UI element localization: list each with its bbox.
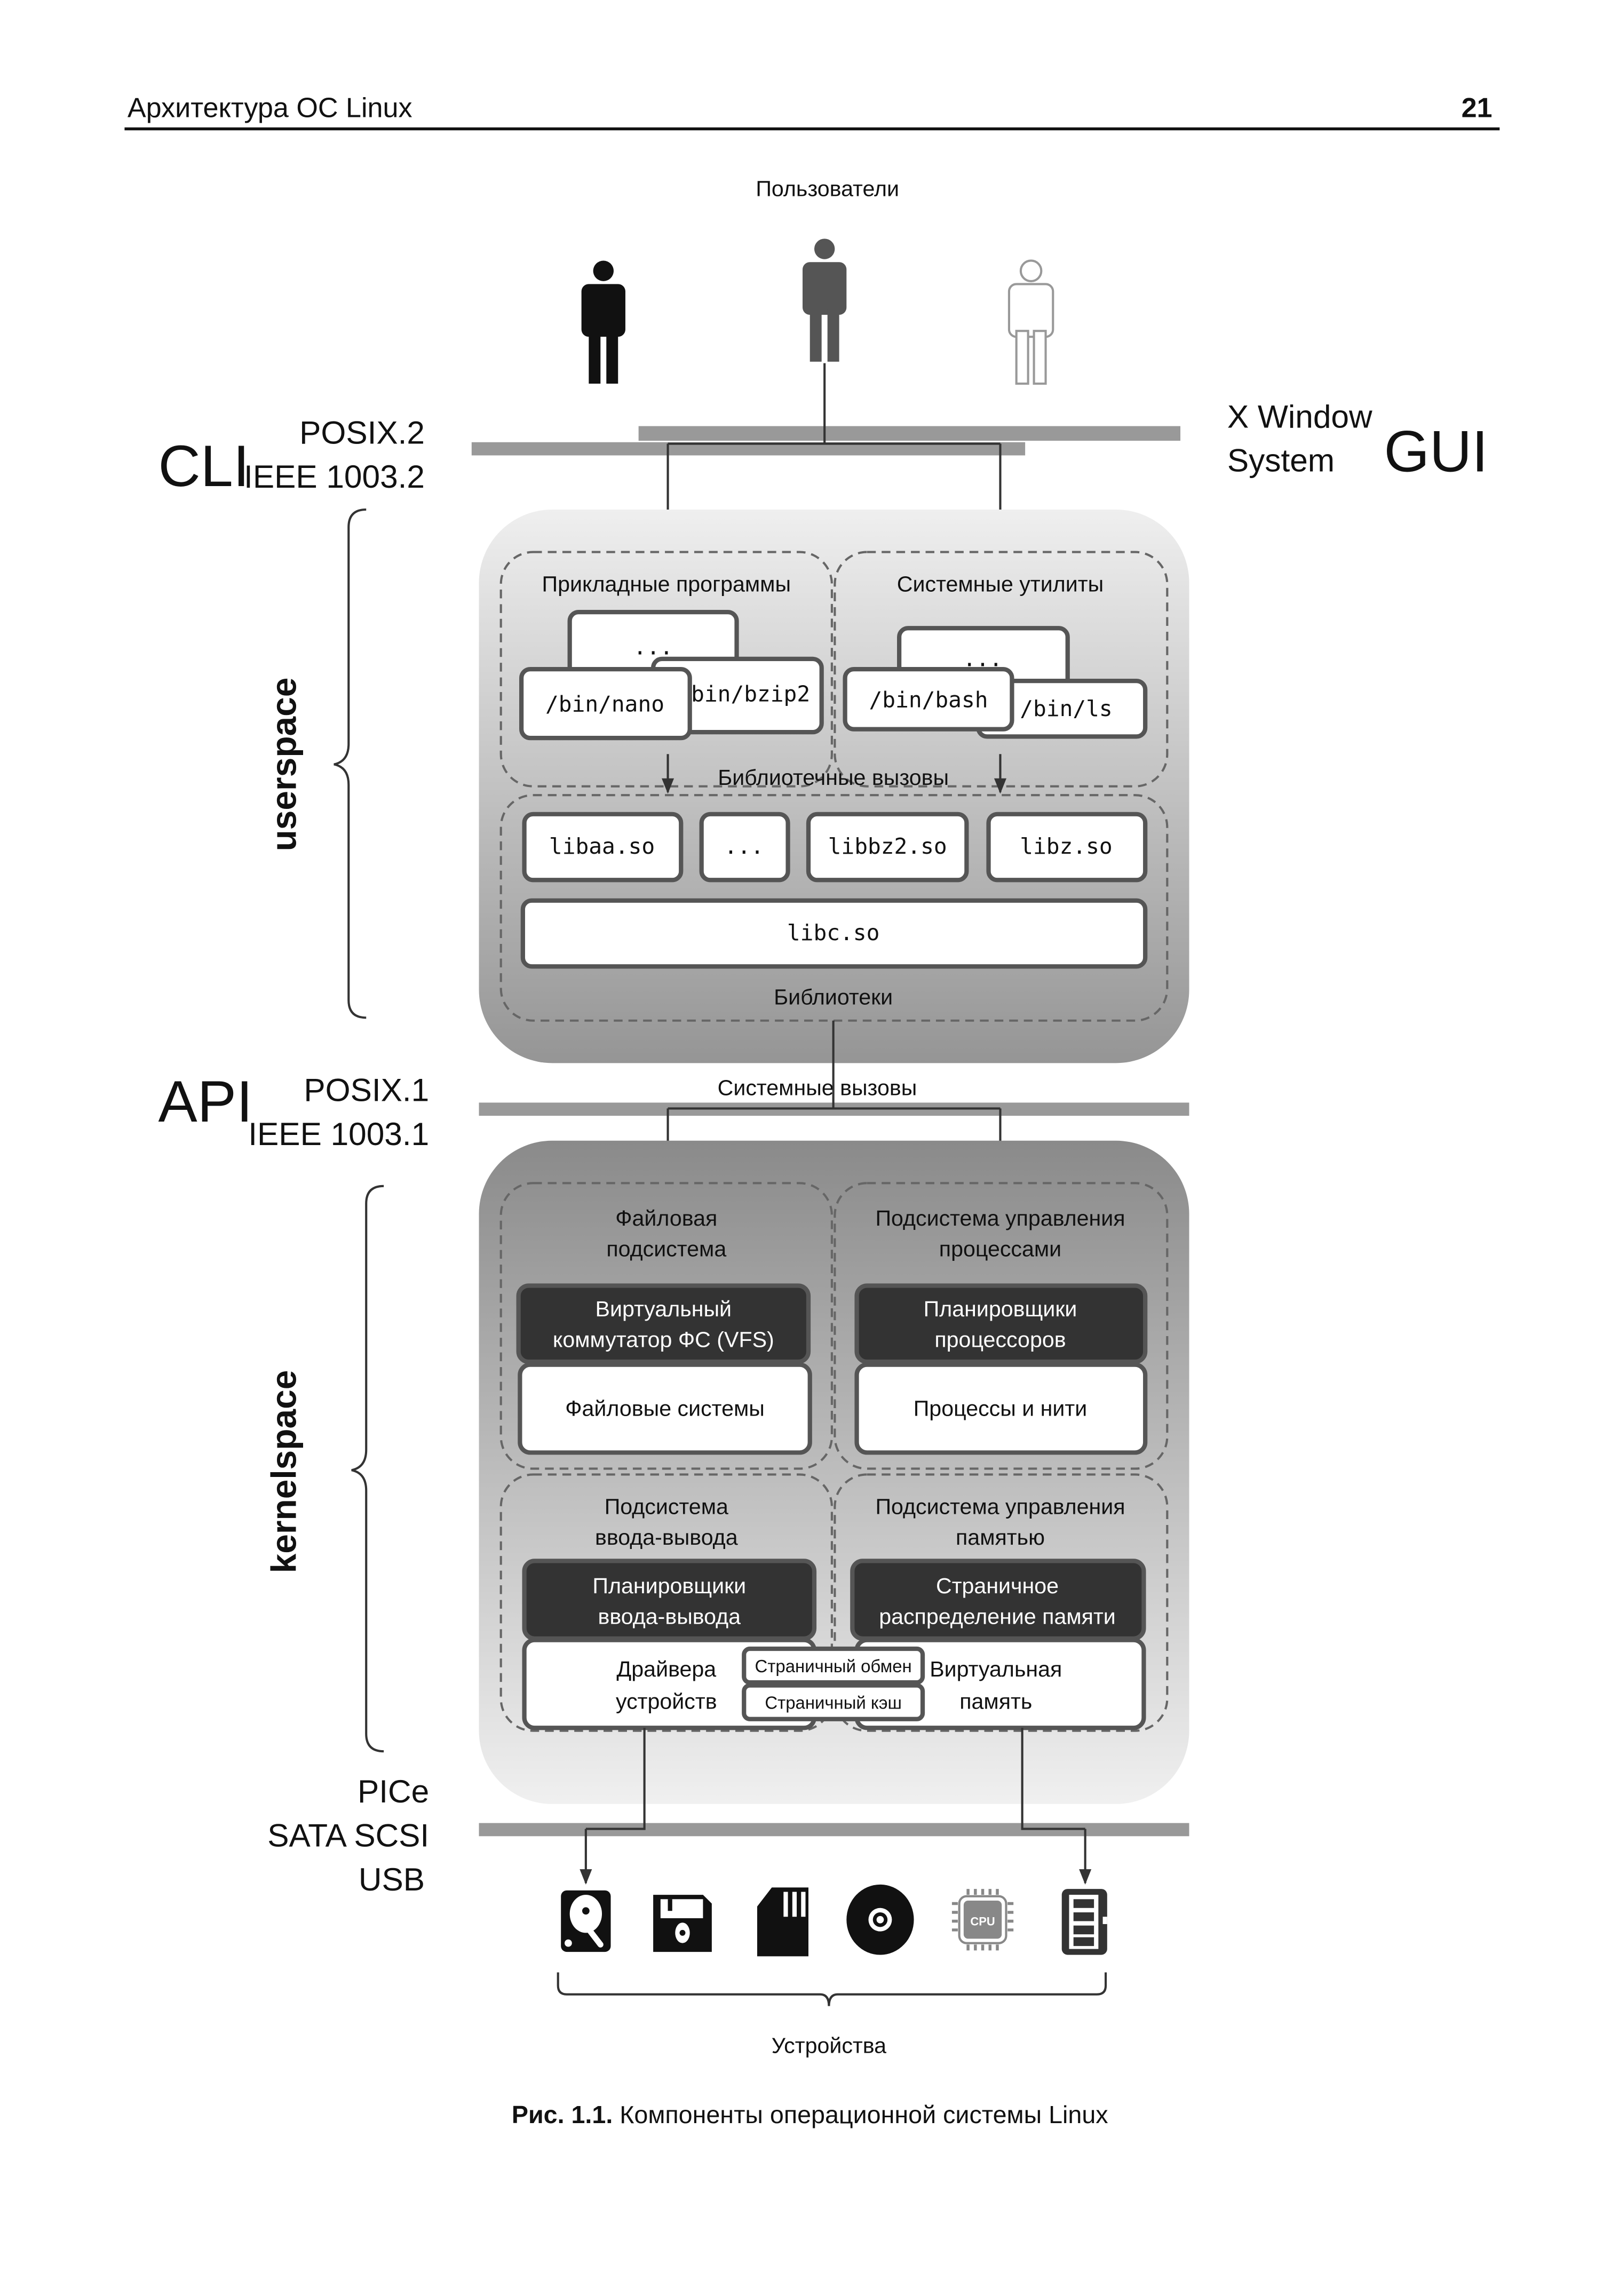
figure-caption: Рис. 1.1. Компоненты операционной систем… [512,2101,1108,2128]
hard-disk-icon [561,1890,611,1952]
app-more-label: ... [633,634,673,660]
memory-connector [1021,1728,1085,1830]
system-calls-label: Системные вызовы [718,1076,917,1100]
cpu-schedulers-label: Планировщики [924,1297,1077,1321]
gui-label: GUI [1384,419,1488,484]
lib-libc [520,898,1148,969]
gui-interface-bar [638,426,1181,441]
utils-group [834,551,1169,788]
kernelspace-brace [351,1185,384,1753]
drivers-connector [585,1728,646,1830]
lib-libc-label: libc.so [787,920,879,946]
lib-libaa-label: libaa.so [549,833,655,859]
vfs-label-2: коммутатор ФС (VFS) [553,1328,774,1352]
processes-box [854,1362,1148,1455]
person-icon-black [581,260,625,384]
virtual-memory-label-2: память [959,1689,1032,1714]
gui-system: System [1227,442,1335,479]
filesystems-label: Файловые системы [565,1396,765,1421]
page-cache-label: Страничный кэш [765,1693,902,1713]
proc-title: Подсистема управления [875,1206,1125,1230]
floppy-disk-icon [653,1895,712,1952]
api-standard-posix: POSIX.1 [304,1072,429,1108]
device-drivers-label: Драйвера [616,1657,716,1681]
util-bash-label: /bin/bash [869,687,988,712]
lib-libbz2-label: libbz2.so [828,833,947,859]
memory-module-icon [1061,1889,1107,1955]
caption-text: Компоненты операционной системы Linux [613,2101,1108,2128]
mem-group [834,1473,1169,1732]
io-schedulers-label: Планировщики [592,1574,746,1598]
lib-more-label: ... [724,833,764,859]
paging-label-2: распределение памяти [879,1604,1116,1628]
swap-box [742,1646,925,1685]
mem-title: Подсистема управления [875,1495,1125,1519]
cli-label: CLI [158,434,250,499]
userspace-label: userspace [264,678,303,852]
paging-label: Страничное [936,1574,1059,1598]
swap-label: Страничный обмен [755,1656,912,1676]
cpu-schedulers-label-2: процессоров [934,1328,1066,1352]
cli-standard-ieee: IEEE 1003.2 [244,458,425,495]
app-bzip2-label: /bin/bzip2 [678,681,810,707]
bus-usb: USB [359,1861,425,1897]
person-icon-gray [803,239,847,362]
cli-standard-posix: POSIX.2 [299,415,425,451]
users-connector [668,363,1001,445]
libraries-title: Библиотеки [774,985,893,1010]
filesystems-box [518,1362,812,1455]
syscall-connector [668,1020,1001,1110]
cpu-icon-text: CPU [970,1915,995,1928]
cpu-icon: CPU [951,1889,1014,1951]
devices-brace [557,1972,1107,2006]
vfs-box [516,1283,811,1364]
lib-libz-label: libz.so [1020,833,1112,859]
running-header-title: Архитектура ОС Linux [128,93,412,124]
users-label: Пользователи [756,177,899,201]
fs-group [499,1182,833,1470]
bus-sata-scsi: SATA SCSI [267,1817,429,1854]
gui-x-window: X Window [1227,398,1372,434]
app-nano-label: /bin/nano [545,692,664,717]
app-nano [519,667,692,741]
kernelspace-label: kernelspace [264,1370,303,1574]
fs-title: Файловая [615,1206,717,1230]
virtual-memory-label: Виртуальная [930,1657,1062,1681]
util-bash [843,667,1014,732]
devices-label: Устройства [772,2033,886,2057]
caption-prefix: Рис. 1.1. [512,2101,613,2128]
cpu-schedulers-box [854,1283,1148,1364]
lib-libz [986,812,1148,883]
lib-libaa [522,812,684,883]
api-standard-ieee: IEEE 1003.1 [248,1116,429,1152]
person-icon-outline [1007,259,1054,385]
io-title: Подсистема [605,1495,728,1519]
mem-title-2: памятью [956,1525,1045,1550]
bus-pcie: PICe [358,1773,429,1809]
lib-more [699,812,790,883]
apps-title: Прикладные программы [542,572,791,597]
apps-group [499,551,833,788]
proc-group [834,1182,1169,1470]
util-ls-label: /bin/ls [1020,696,1112,721]
device-drivers-label-2: устройств [616,1689,717,1714]
library-calls-label: Библиотечные вызовы [718,765,949,790]
utils-title: Системные утилиты [897,572,1104,597]
optical-disc-icon [846,1884,914,1955]
page-cache-box [742,1683,925,1721]
vfs-label: Виртуальный [596,1297,732,1321]
io-schedulers-label-2: ввода-вывода [598,1604,741,1628]
api-label: API [158,1069,253,1134]
processes-label: Процессы и нити [914,1396,1088,1421]
fs-title-2: подсистема [606,1237,726,1261]
sd-card-icon [757,1887,808,1957]
userspace-brace [334,508,367,1019]
page-number: 21 [1462,93,1493,124]
proc-title-2: процессами [939,1237,1061,1261]
io-group [499,1473,833,1732]
io-title-2: ввода-вывода [595,1525,738,1550]
lib-libbz2 [806,812,969,883]
